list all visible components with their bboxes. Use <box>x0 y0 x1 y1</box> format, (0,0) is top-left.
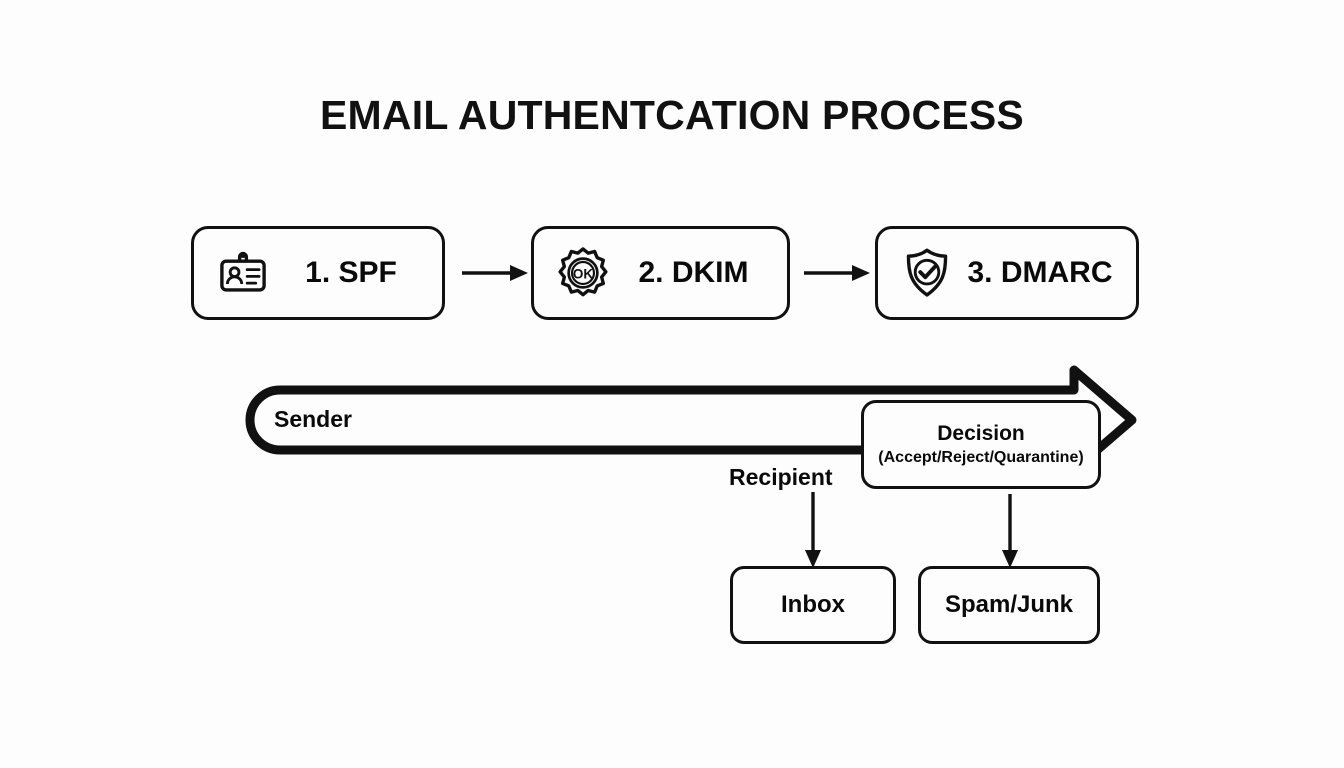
svg-text:OK: OK <box>573 266 594 281</box>
outcome-label-inbox: Inbox <box>781 591 845 618</box>
stage-box-spf[interactable]: 1. SPF <box>191 226 445 320</box>
ok-seal-icon: OK <box>558 247 608 297</box>
stage-box-dkim[interactable]: OK 2. DKIM <box>531 226 790 320</box>
outcome-box-inbox[interactable]: Inbox <box>730 566 896 644</box>
decision-box[interactable]: Decision (Accept/Reject/Quarantine) <box>861 400 1101 489</box>
page-title: EMAIL AUTHENTCATION PROCESS <box>320 92 1024 138</box>
arrow-to-spam <box>1002 494 1018 568</box>
arrow-spf-to-dkim <box>462 265 528 281</box>
shield-check-icon <box>906 248 948 297</box>
decision-subtitle: (Accept/Reject/Quarantine) <box>878 448 1084 466</box>
arrow-to-inbox <box>805 492 821 568</box>
outcome-label-spam: Spam/Junk <box>944 591 1074 618</box>
stage-label-dkim: 2. DKIM <box>638 256 749 289</box>
stage-box-dmarc[interactable]: 3. DMARC <box>875 226 1139 320</box>
id-badge-icon <box>220 251 266 292</box>
decision-title: Decision <box>937 421 1025 445</box>
recipient-label: Recipient <box>729 464 833 490</box>
arrow-dkim-to-dmarc <box>804 265 870 281</box>
stage-label-spf: 1. SPF <box>305 256 397 289</box>
outcome-box-spam[interactable]: Spam/Junk <box>918 566 1100 644</box>
sender-label: Sender <box>274 406 352 432</box>
stage-label-dmarc: 3. DMARC <box>967 256 1113 289</box>
